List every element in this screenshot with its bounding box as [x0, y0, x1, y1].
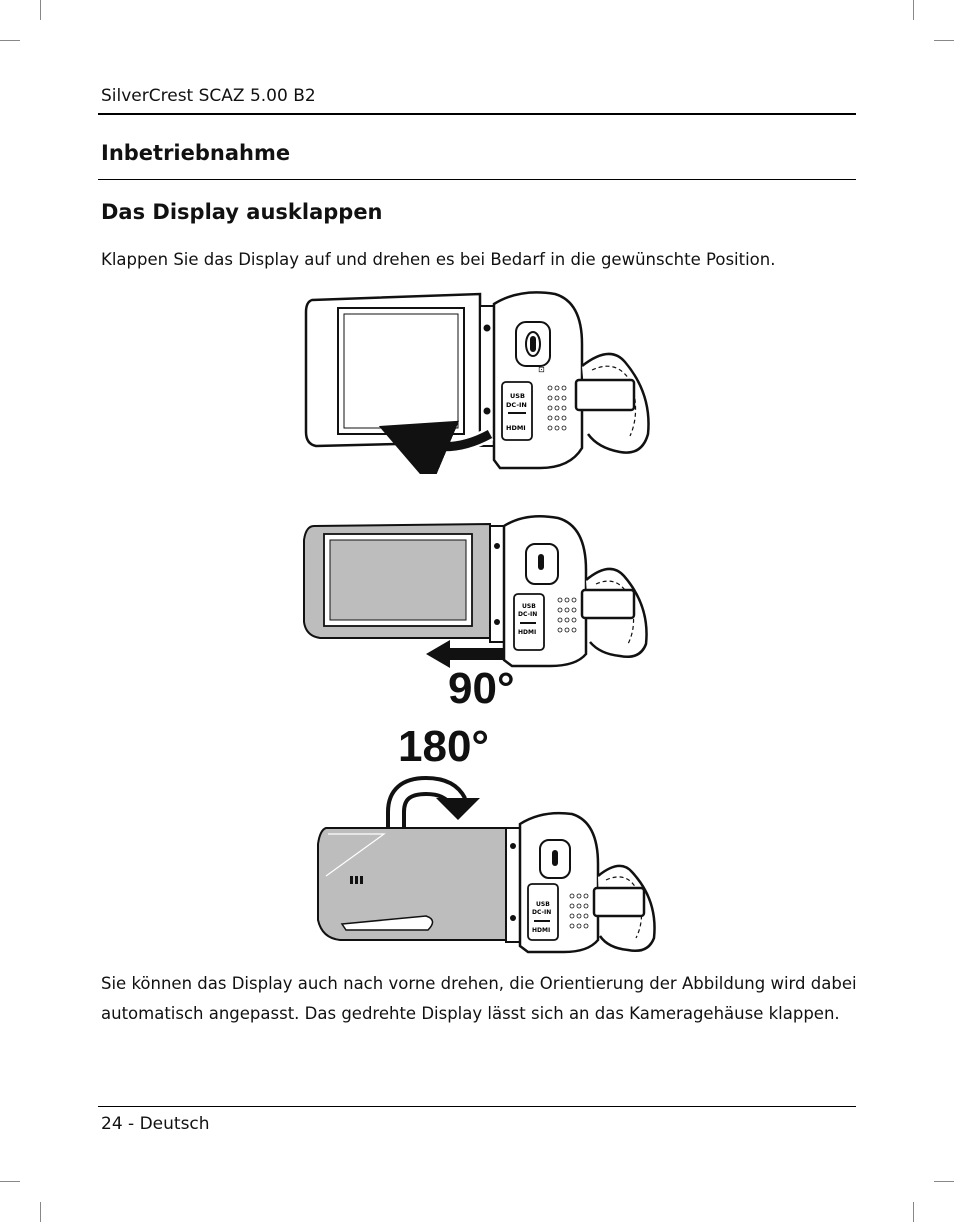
hdmi-label: HDMI — [506, 424, 526, 432]
crop-mark — [913, 0, 914, 20]
page-footer: 24 - Deutsch — [101, 1114, 210, 1134]
crop-mark — [0, 40, 20, 41]
intro-paragraph: Klappen Sie das Display auf und drehen e… — [101, 250, 776, 269]
figure-display-180: USB DC-IN HDMI — [317, 775, 656, 954]
usb-label-2: USB — [522, 603, 536, 610]
footer-rule — [98, 1106, 856, 1107]
angle-180-label: 180° — [398, 722, 490, 771]
header-rule — [98, 113, 856, 115]
figure-display-open: ⊡ USB DC-IN HDMI — [304, 291, 650, 474]
svg-text:⊡: ⊡ — [538, 365, 545, 374]
crop-mark — [40, 1202, 41, 1222]
crop-mark — [934, 40, 954, 41]
section-rule — [98, 179, 856, 180]
usb-label: USB — [510, 392, 525, 400]
dcin-label: DC-IN — [506, 401, 527, 409]
dcin-label-2: DC-IN — [518, 611, 537, 618]
running-header: SilverCrest SCAZ 5.00 B2 — [101, 86, 316, 106]
dcin-label-3: DC-IN — [532, 909, 551, 916]
crop-mark — [913, 1202, 914, 1222]
crop-mark — [40, 0, 41, 20]
hdmi-label-2: HDMI — [518, 629, 536, 636]
hdmi-label-3: HDMI — [532, 927, 550, 934]
section-title: Inbetriebnahme — [101, 141, 291, 165]
usb-label-3: USB — [536, 901, 550, 908]
figure-display-90: USB DC-IN HDMI — [303, 515, 648, 668]
subsection-title: Das Display ausklappen — [101, 200, 383, 224]
body-paragraph: Sie können das Display auch nach vorne d… — [101, 974, 857, 1023]
crop-mark — [934, 1181, 954, 1182]
angle-90-label: 90° — [448, 664, 515, 713]
crop-mark — [0, 1181, 20, 1182]
